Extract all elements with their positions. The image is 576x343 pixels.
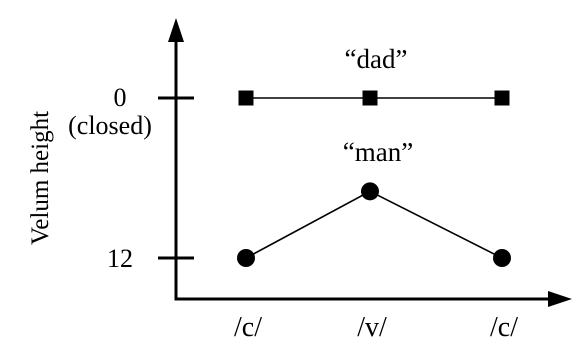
y-ticks: 0 (closed) 12 bbox=[68, 83, 194, 273]
y-tick-label-12: 12 bbox=[107, 244, 133, 273]
series-man-line bbox=[245, 190, 503, 259]
axes bbox=[168, 18, 572, 307]
series-man-label: “man” bbox=[343, 137, 413, 167]
x-tick-label-c-1: /c/ bbox=[234, 312, 262, 343]
series-man-point-1 bbox=[237, 249, 255, 267]
x-tick-labels: /c/ /v/ /c/ bbox=[234, 312, 518, 343]
x-axis-arrowhead bbox=[548, 291, 572, 307]
y-tick-label-0: 0 bbox=[114, 83, 127, 112]
series-dad-point-3 bbox=[494, 90, 510, 106]
y-axis-label: Velum height bbox=[27, 111, 54, 245]
series-dad: “dad” bbox=[238, 44, 510, 106]
x-tick-label-v: /v/ bbox=[357, 312, 387, 343]
x-tick-label-c-2: /c/ bbox=[490, 312, 518, 343]
series-man-point-3 bbox=[493, 249, 511, 267]
y-tick-sublabel-closed: (closed) bbox=[68, 111, 152, 140]
y-axis-arrowhead bbox=[168, 18, 184, 42]
series-dad-point-2 bbox=[362, 90, 378, 106]
series-man-point-2 bbox=[361, 182, 379, 201]
series-man: “man” bbox=[237, 137, 511, 267]
series-dad-point-1 bbox=[238, 90, 254, 106]
series-dad-label: “dad” bbox=[345, 44, 408, 74]
